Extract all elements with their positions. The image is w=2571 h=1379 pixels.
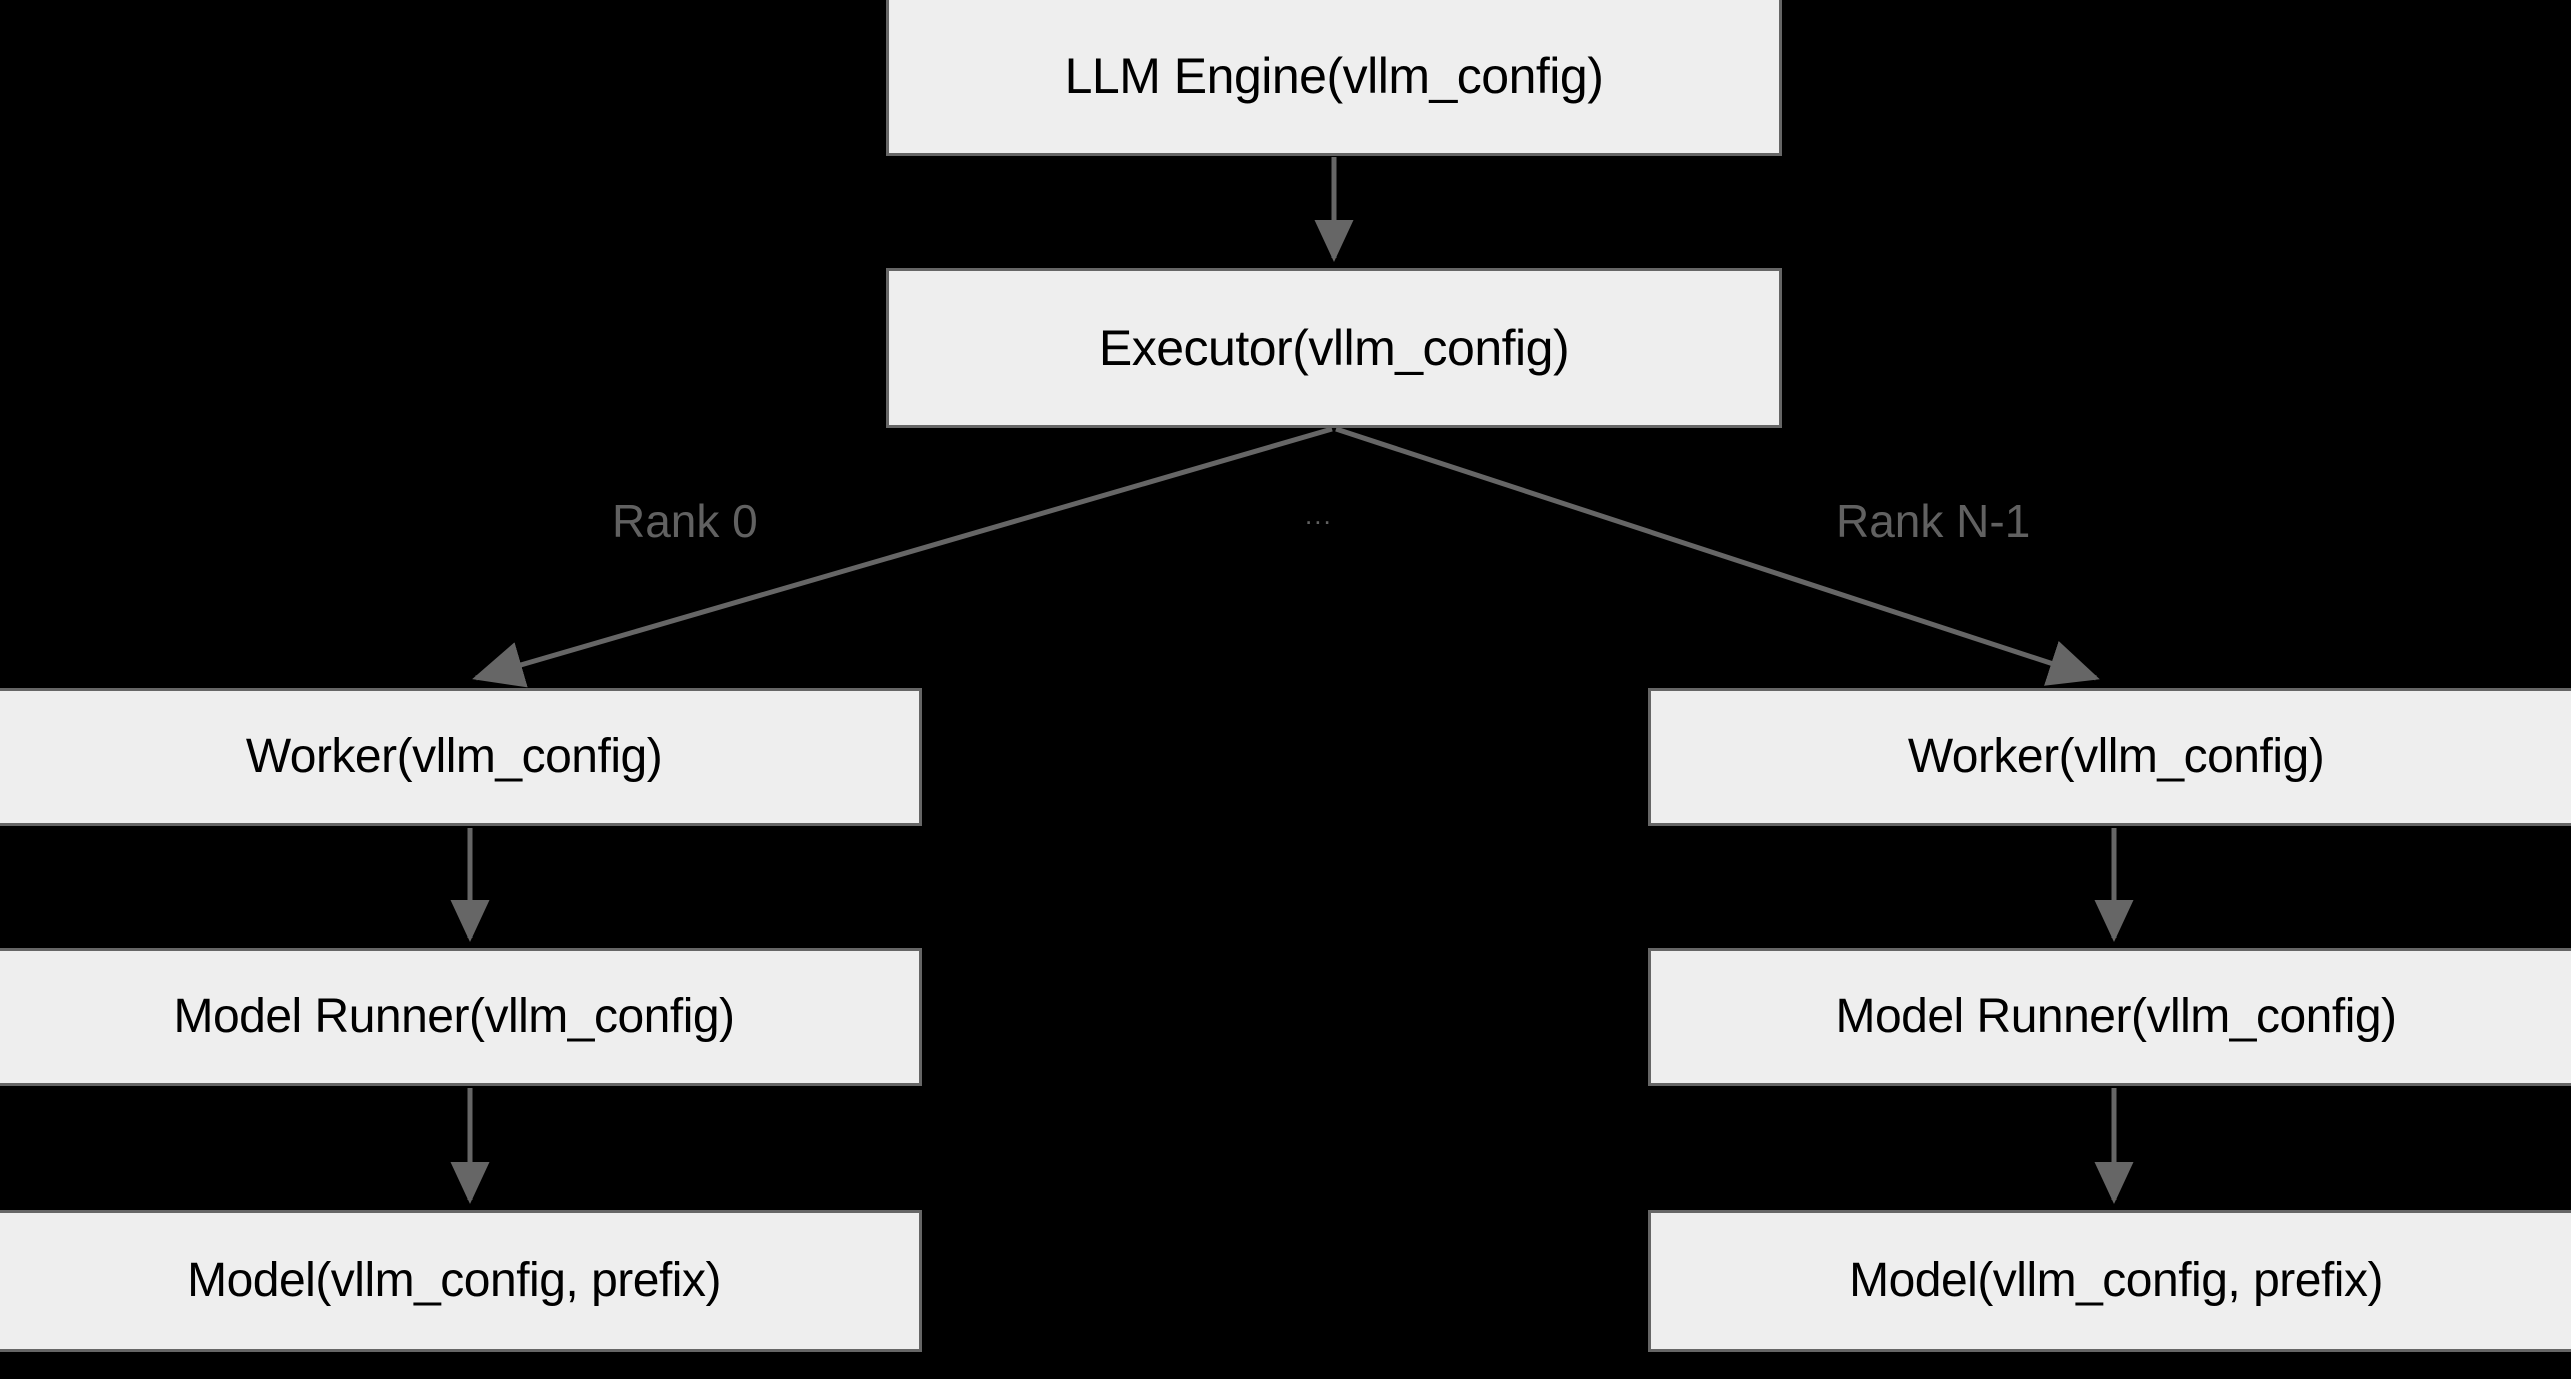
edge-label-rank-0: Rank 0 xyxy=(612,495,758,547)
node-llm-engine-label: LLM Engine(vllm_config) xyxy=(1064,47,1604,104)
node-worker-rank-0[interactable]: Worker(vllm_config) xyxy=(0,688,922,826)
node-llm-engine[interactable]: LLM Engine(vllm_config) xyxy=(886,0,1782,156)
edge-executor-to-worker-left xyxy=(472,426,1333,688)
node-worker-rank-0-label: Worker(vllm_config) xyxy=(245,729,663,783)
node-model-runner-rank-0-label: Model Runner(vllm_config) xyxy=(173,989,735,1043)
node-model-runner-rank-n-minus-1[interactable]: Model Runner(vllm_config) xyxy=(1648,948,2571,1086)
edge-label-rank-n-minus-1: Rank N-1 xyxy=(1836,495,2031,547)
node-model-rank-n-minus-1[interactable]: Model(vllm_config, prefix) xyxy=(1648,1210,2571,1352)
node-worker-rank-n-minus-1[interactable]: Worker(vllm_config) xyxy=(1648,688,2571,826)
edge-label-ellipsis: ... xyxy=(1305,500,1333,530)
node-worker-rank-n-minus-1-label: Worker(vllm_config) xyxy=(1907,729,2325,783)
node-model-rank-n-minus-1-label: Model(vllm_config, prefix) xyxy=(1849,1253,2383,1307)
node-model-rank-0[interactable]: Model(vllm_config, prefix) xyxy=(0,1210,922,1352)
node-model-runner-rank-0[interactable]: Model Runner(vllm_config) xyxy=(0,948,922,1086)
node-model-runner-rank-n-minus-1-label: Model Runner(vllm_config) xyxy=(1835,989,2397,1043)
edge-executor-to-worker-right xyxy=(1335,426,2100,686)
node-model-rank-0-label: Model(vllm_config, prefix) xyxy=(187,1253,721,1307)
node-executor-label: Executor(vllm_config) xyxy=(1098,319,1570,376)
node-executor[interactable]: Executor(vllm_config) xyxy=(886,268,1782,428)
